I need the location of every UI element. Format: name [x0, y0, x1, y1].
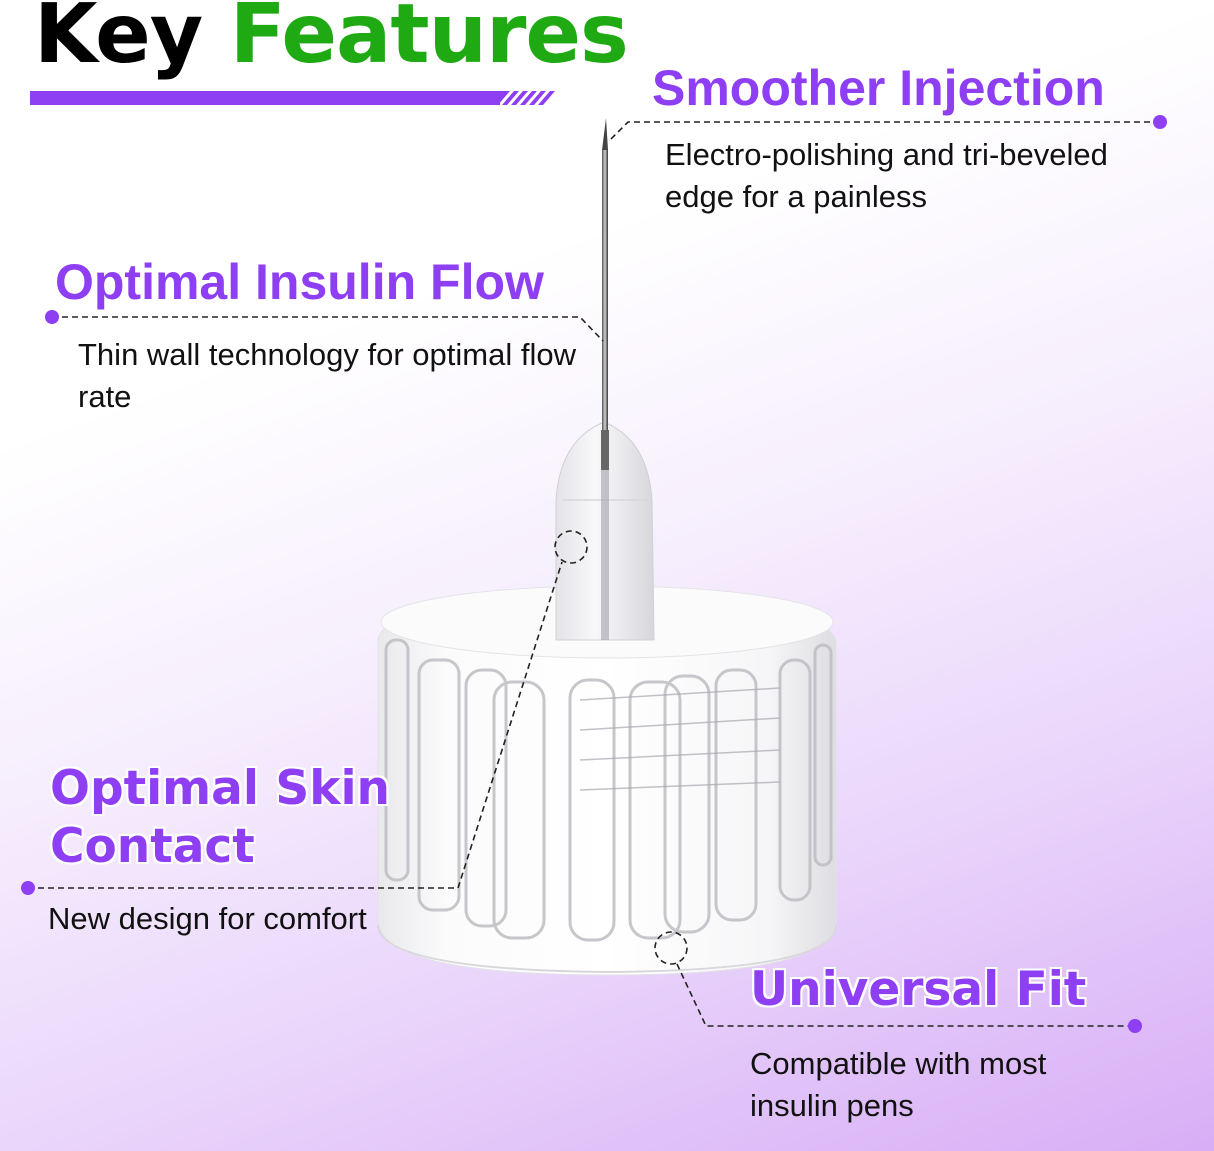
- page-title: Key Features: [34, 0, 629, 84]
- feature-desc-optimal-skin-contact: New design for comfort: [48, 901, 367, 936]
- needle: [601, 118, 609, 470]
- feature-title-optimal-insulin-flow: Optimal Insulin Flow: [55, 254, 544, 310]
- title-word-key: Key: [34, 0, 203, 82]
- title-underline-bar: [30, 91, 500, 105]
- feature-title-universal-fit: Universal Fit: [750, 962, 1087, 1017]
- feature-title-optimal-skin-contact: Optimal Skin Contact: [50, 760, 390, 876]
- feature-desc-smoother-injection: Electro-polishing and tri-beveled edge f…: [665, 137, 1108, 214]
- cap-base: [377, 585, 837, 976]
- feature-desc-optimal-insulin-flow: Thin wall technology for optimal flow ra…: [78, 337, 576, 414]
- feature-title-line2: Contact: [50, 819, 255, 874]
- feature-title-smoother-injection: Smoother Injection: [652, 60, 1105, 116]
- title-underline-stripes: [480, 91, 555, 105]
- feature-title-line1: Optimal Skin: [50, 761, 391, 816]
- title-word-features: Features: [229, 0, 629, 82]
- feature-desc-universal-fit: Compatible with most insulin pens: [750, 1046, 1047, 1123]
